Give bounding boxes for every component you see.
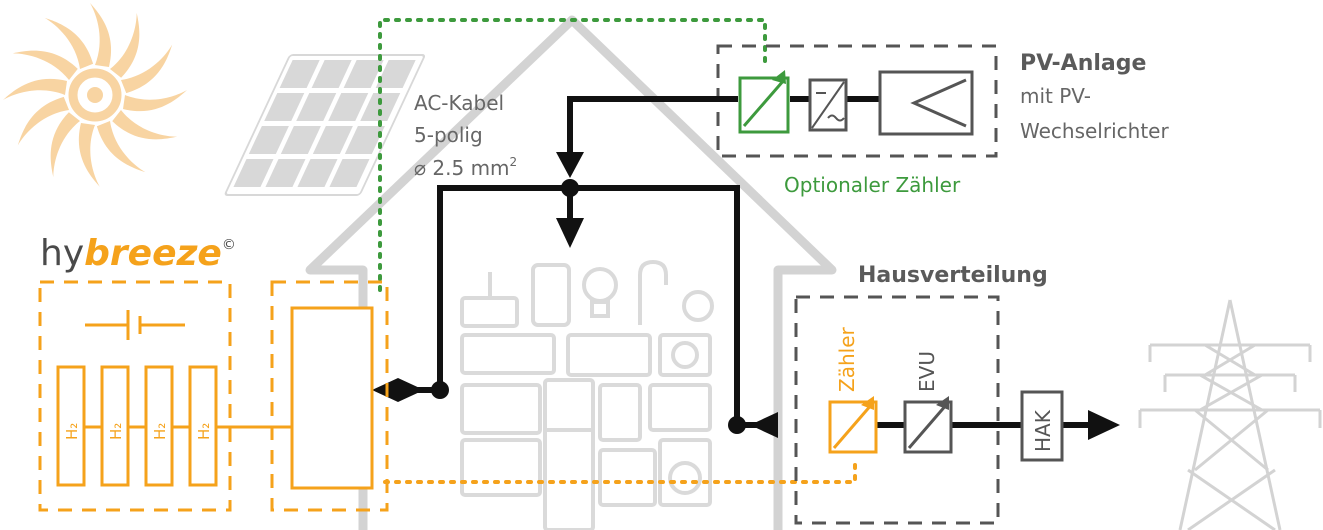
junction-dots: [431, 179, 746, 434]
optional-meter-symbol: [738, 70, 790, 134]
optional-meter-label: Optionaler Zähler: [784, 173, 961, 197]
appliances-icons: [460, 259, 714, 530]
pv-subtitle-1: mit PV-: [1020, 84, 1091, 108]
meter-label: Zähler: [835, 327, 859, 392]
cell-label-1: H₂: [63, 423, 81, 440]
distribution-box: [794, 295, 1000, 525]
power-lines: [398, 96, 1090, 428]
converter-unit: [290, 306, 374, 490]
brand-logo: hybreeze©: [40, 233, 236, 274]
pv-subtitle-2: Wechselrichter: [1020, 119, 1169, 143]
cable-label: AC-Kabel 5-polig ⌀ 2.5 mm2: [414, 91, 517, 180]
meter-signal-line-green: [378, 18, 767, 292]
meter-symbol: [828, 396, 878, 454]
pv-panel-symbol: [878, 70, 974, 136]
battery-icon: [85, 310, 185, 340]
sun-icon: [3, 3, 187, 187]
battery-box: [38, 280, 232, 512]
pv-title: PV-Anlage: [1020, 51, 1146, 76]
meter-signal-line-orange: [383, 460, 857, 484]
hak-box: [1020, 390, 1064, 462]
evu-label: EVU: [915, 351, 939, 392]
power-arrows: [372, 152, 1120, 440]
cell-label-2: H₂: [107, 423, 125, 440]
converter-box: [270, 280, 389, 512]
cell-label-4: H₂: [195, 423, 213, 440]
solar-panel-icon: [224, 54, 426, 196]
evu-meter-symbol: [903, 396, 953, 454]
cell-label-3: H₂: [151, 423, 169, 440]
inverter-symbol: [808, 78, 848, 132]
distribution-title: Hausverteilung: [858, 263, 1048, 288]
hak-label: HAK: [1031, 409, 1055, 452]
power-tower-icon: [1138, 299, 1322, 530]
